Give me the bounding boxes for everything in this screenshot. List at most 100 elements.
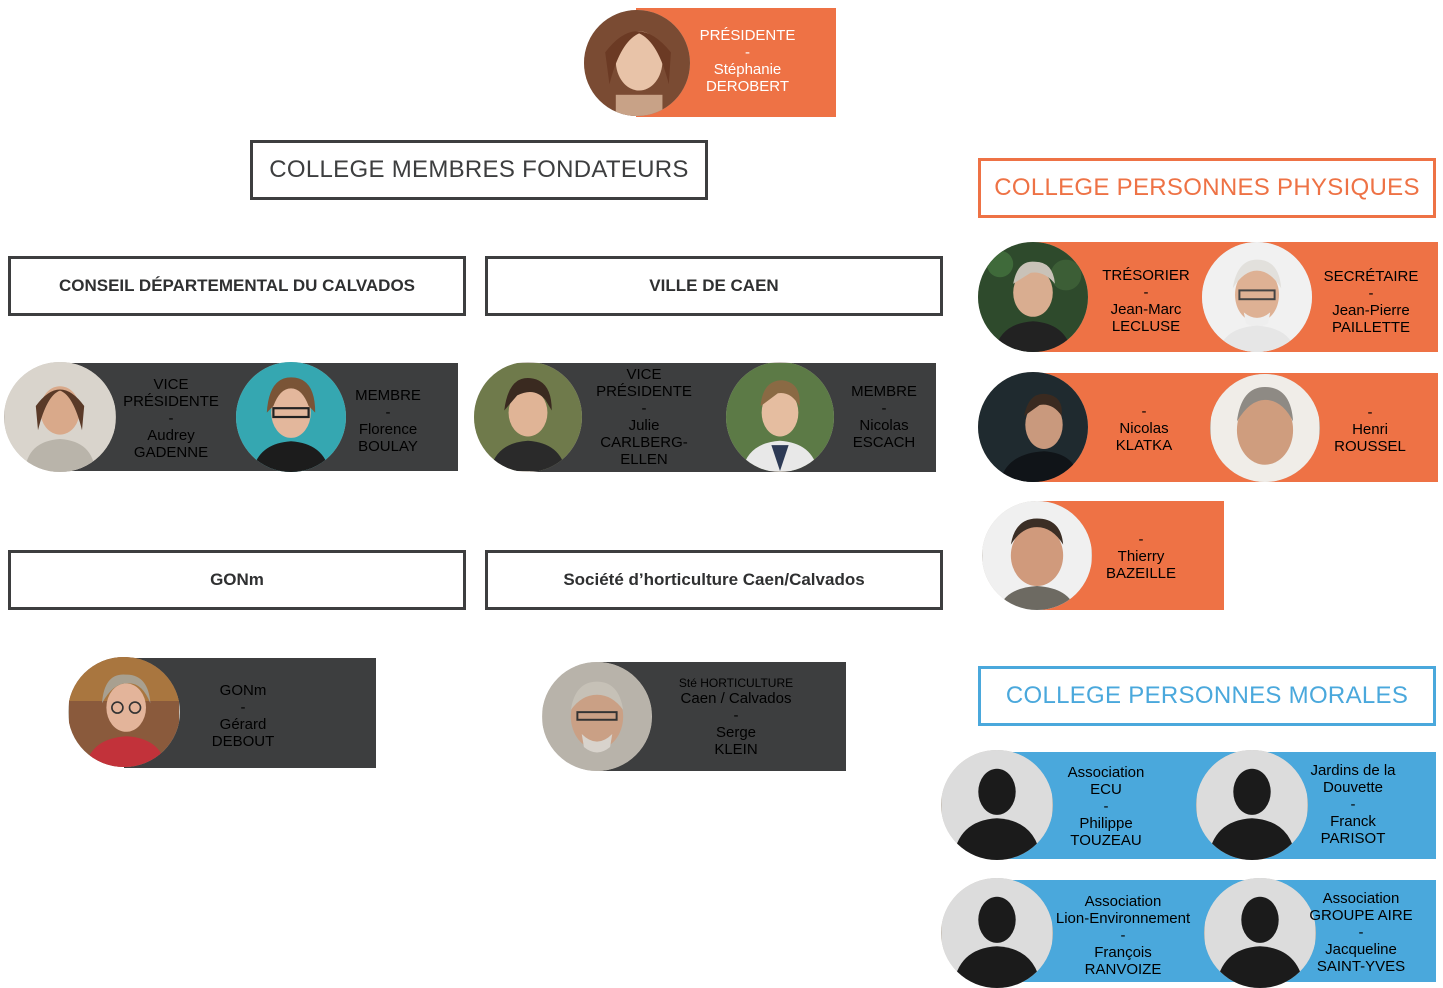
klatka-sep: - bbox=[1141, 402, 1147, 420]
tresorier-text: TRÉSORIER - Jean-Marc LECLUSE bbox=[1094, 262, 1198, 340]
parisot-org1: Jardins de la bbox=[1310, 761, 1396, 779]
president-role: PRÉSIDENTE bbox=[699, 27, 796, 44]
roussel-last: ROUSSEL bbox=[1334, 437, 1406, 455]
secretaire-first: Jean-Pierre bbox=[1332, 302, 1410, 319]
cd-member-photo bbox=[236, 362, 346, 472]
touzeau-sep: - bbox=[1103, 797, 1109, 815]
caen-member-first: Nicolas bbox=[859, 417, 909, 434]
horti-rep-first: Serge bbox=[715, 724, 757, 741]
ranvoize-first: François bbox=[1094, 943, 1152, 961]
caen-vp-role2: PRÉSIDENTE bbox=[596, 383, 692, 400]
horti-rep-sep: - bbox=[733, 707, 739, 724]
cd-member-first: Florence bbox=[358, 421, 418, 438]
ranvoize-photo bbox=[941, 878, 1053, 988]
horti-rep-text: Sté HORTICULTURE Caen / Calvados - Serge… bbox=[662, 672, 810, 762]
gonm-rep-role: GONm bbox=[219, 682, 267, 699]
gonm-rep-text: GONm - Gérard DEBOUT bbox=[194, 678, 292, 754]
saint-yves-org1: Association bbox=[1322, 889, 1400, 907]
org-ville-caen: VILLE DE CAEN bbox=[485, 256, 943, 316]
bazeille-text: - Thierry BAZEILLE bbox=[1092, 526, 1190, 586]
cd-vp-role2: PRÉSIDENTE bbox=[123, 392, 219, 410]
ranvoize-sep: - bbox=[1120, 926, 1126, 944]
roussel-text: - Henri ROUSSEL bbox=[1320, 398, 1420, 460]
parisot-last: PARISOT bbox=[1320, 829, 1386, 847]
bazeille-sep: - bbox=[1138, 530, 1144, 548]
touzeau-org2: ECU bbox=[1090, 780, 1122, 798]
saint-yves-text: Association GROUPE AIRE - Jacqueline SAI… bbox=[1304, 886, 1418, 978]
touzeau-last: TOUZEAU bbox=[1070, 831, 1142, 849]
ranvoize-text: Association Lion-Environnement - Françoi… bbox=[1046, 890, 1200, 980]
tresorier-last: LECLUSE bbox=[1111, 318, 1181, 335]
caen-vp-role1: VICE bbox=[626, 366, 662, 383]
klatka-text: - Nicolas KLATKA bbox=[1094, 398, 1194, 458]
cd-vp-text: VICE PRÉSIDENTE - Audrey GADENNE bbox=[112, 370, 230, 466]
horti-rep-last: KLEIN bbox=[714, 741, 758, 758]
cd-vp-first: Audrey bbox=[147, 426, 195, 444]
ranvoize-org2: Lion-Environnement bbox=[1055, 909, 1191, 927]
college-fondateurs-title: COLLEGE MEMBRES FONDATEURS bbox=[250, 140, 708, 200]
caen-vp-first: Julie bbox=[628, 417, 660, 434]
cd-member-text: MEMBRE - Florence BOULAY bbox=[340, 380, 436, 462]
caen-member-photo bbox=[726, 362, 834, 472]
bazeille-first: Thierry bbox=[1117, 547, 1165, 565]
saint-yves-sep: - bbox=[1358, 923, 1364, 941]
president-last: DEROBERT bbox=[705, 78, 790, 95]
secretaire-text: SECRÉTAIRE - Jean-Pierre PAILLETTE bbox=[1312, 262, 1430, 342]
secretaire-role: SECRÉTAIRE bbox=[1323, 268, 1419, 285]
cd-member-role: MEMBRE bbox=[355, 387, 421, 404]
secretaire-sep: - bbox=[1368, 285, 1374, 302]
parisot-first: Franck bbox=[1330, 812, 1376, 830]
caen-vp-text: VICE PRÉSIDENTE - Julie CARLBERG-ELLEN bbox=[578, 366, 710, 468]
saint-yves-last: SAINT-YVES bbox=[1316, 957, 1406, 975]
tresorier-sep: - bbox=[1143, 284, 1149, 301]
klatka-first: Nicolas bbox=[1119, 419, 1169, 437]
touzeau-org1: Association bbox=[1067, 763, 1145, 781]
president-text: PRÉSIDENTE - Stéphanie DEROBERT bbox=[690, 20, 805, 102]
caen-member-sep: - bbox=[881, 400, 887, 417]
parisot-sep: - bbox=[1350, 795, 1356, 813]
horti-rep-photo bbox=[542, 662, 652, 771]
parisot-photo bbox=[1196, 750, 1308, 860]
cd-member-last: BOULAY bbox=[358, 438, 418, 455]
org-gonm: GONm bbox=[8, 550, 466, 610]
cd-vp-sep: - bbox=[168, 409, 174, 427]
president-sep: - bbox=[745, 44, 750, 61]
caen-member-last: ESCACH bbox=[852, 434, 916, 451]
gonm-rep-sep: - bbox=[240, 699, 246, 716]
org-horticulture: Société d’horticulture Caen/Calvados bbox=[485, 550, 943, 610]
secretaire-last: PAILLETTE bbox=[1331, 319, 1411, 336]
cd-member-sep: - bbox=[385, 404, 391, 421]
secretaire-photo bbox=[1202, 242, 1312, 352]
caen-vp-photo bbox=[474, 362, 582, 472]
bazeille-last: BAZEILLE bbox=[1105, 564, 1177, 582]
gonm-rep-first: Gérard bbox=[219, 716, 267, 733]
tresorier-photo bbox=[978, 242, 1088, 352]
gonm-rep-last: DEBOUT bbox=[211, 733, 275, 750]
saint-yves-first: Jacqueline bbox=[1325, 940, 1397, 958]
saint-yves-org2: GROUPE AIRE bbox=[1309, 906, 1413, 924]
gonm-rep-photo bbox=[68, 657, 180, 767]
klatka-last: KLATKA bbox=[1115, 436, 1173, 454]
cd-vp-photo bbox=[4, 362, 116, 472]
roussel-sep: - bbox=[1367, 403, 1373, 421]
cd-vp-last: GADENNE bbox=[133, 443, 209, 461]
horti-rep-role2: Caen / Calvados bbox=[680, 690, 792, 707]
ranvoize-last: RANVOIZE bbox=[1084, 960, 1162, 978]
president-photo bbox=[584, 10, 690, 116]
ranvoize-org1: Association bbox=[1084, 892, 1162, 910]
college-physiques-title: COLLEGE PERSONNES PHYSIQUES bbox=[978, 158, 1436, 218]
tresorier-first: Jean-Marc bbox=[1110, 301, 1182, 318]
president-first: Stéphanie bbox=[713, 61, 782, 78]
caen-member-role: MEMBRE bbox=[851, 383, 917, 400]
saint-yves-photo bbox=[1204, 878, 1316, 988]
bazeille-photo bbox=[982, 501, 1092, 610]
college-morales-title: COLLEGE PERSONNES MORALES bbox=[978, 666, 1436, 726]
roussel-photo bbox=[1210, 374, 1320, 482]
parisot-text: Jardins de la Douvette - Franck PARISOT bbox=[1300, 758, 1406, 850]
caen-vp-last: CARLBERG-ELLEN bbox=[600, 434, 688, 468]
touzeau-photo bbox=[941, 750, 1053, 860]
org-cd-calvados: CONSEIL DÉPARTEMENTAL DU CALVADOS bbox=[8, 256, 466, 316]
klatka-photo bbox=[978, 372, 1088, 482]
horti-rep-role1: Sté HORTICULTURE bbox=[678, 676, 794, 690]
touzeau-text: Association ECU - Philippe TOUZEAU bbox=[1052, 760, 1160, 852]
